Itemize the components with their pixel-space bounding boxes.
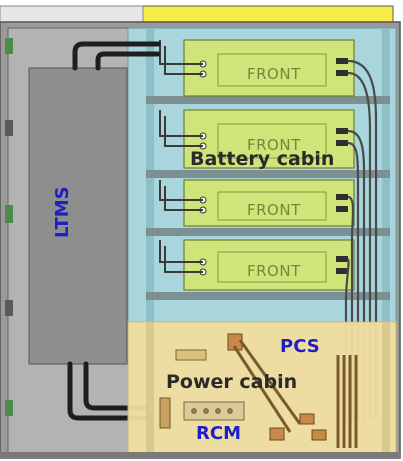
hinge — [5, 400, 13, 416]
roof-strip — [142, 5, 394, 23]
post — [382, 322, 390, 454]
module-terminals — [336, 58, 348, 274]
shelf — [146, 170, 390, 178]
battery-module — [183, 109, 355, 169]
hinge — [5, 205, 13, 223]
ltms-pipes — [67, 41, 161, 421]
post — [146, 322, 154, 454]
battery-module — [183, 239, 355, 291]
hinge — [5, 38, 13, 54]
pcs-bus-cables — [232, 339, 358, 448]
rcm-label: RCM — [196, 423, 241, 444]
module-front-label: FRONT — [247, 136, 301, 154]
hinge — [5, 120, 13, 136]
hinge — [5, 300, 13, 316]
power-cabin-label: Power cabin — [166, 371, 298, 393]
shelf — [146, 96, 390, 104]
module-cables-right — [344, 59, 378, 420]
battery-module — [183, 39, 355, 97]
battery-cabin-label: Battery cabin — [190, 148, 335, 170]
ltms-panel — [28, 67, 128, 365]
module-front-label: FRONT — [247, 262, 301, 280]
base — [0, 452, 400, 458]
module-front-label: FRONT — [247, 65, 301, 83]
pcs-label: PCS — [280, 336, 320, 357]
shelf — [146, 228, 390, 236]
module-cables-left — [159, 40, 203, 273]
module-front-label: FRONT — [247, 201, 301, 219]
shelf — [146, 292, 390, 300]
top-edge — [0, 5, 144, 23]
ltms-label: LTMS — [52, 186, 73, 238]
battery-module — [183, 179, 355, 227]
